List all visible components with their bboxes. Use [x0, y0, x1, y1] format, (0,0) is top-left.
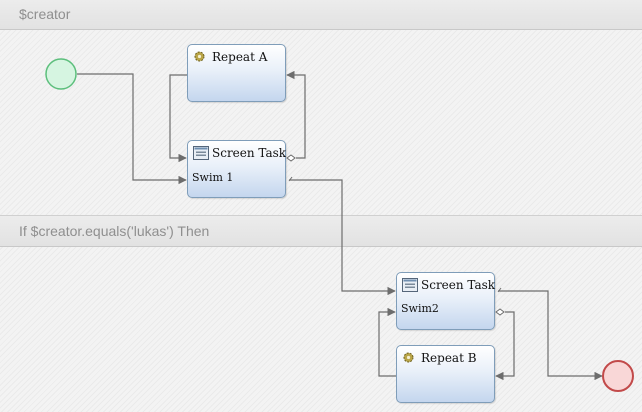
task-title: Repeat A [212, 50, 268, 64]
flow-repeat-a-to-screen-task-1[interactable] [169, 74, 188, 163]
flow-screen-task-1-to-screen-task-2[interactable] [289, 179, 396, 296]
task-title: Screen Task [421, 278, 496, 292]
task-title: Screen Task [212, 146, 287, 160]
task-subtitle: Swim 1 [192, 171, 234, 184]
task-title: Repeat B [421, 351, 477, 365]
task-repeat-a[interactable]: Repeat A [187, 44, 286, 102]
task-screen-task-1[interactable]: Screen Task Swim 1 [187, 140, 286, 198]
gear-icon [194, 51, 205, 62]
end-event[interactable] [602, 360, 634, 392]
swimlane-label: If $creator.equals('lukas') Then [19, 223, 210, 239]
swimlane-label: $creator [19, 6, 71, 22]
flow-start-to-screen-task-1[interactable] [77, 73, 187, 185]
conditional-diamond-screen-task-2[interactable] [495, 308, 505, 316]
flow-repeat-b-to-screen-task-2[interactable] [378, 307, 397, 377]
flow-screen-task-2-to-repeat-b[interactable] [495, 311, 515, 381]
flow-screen-task-1-to-repeat-a[interactable] [286, 70, 306, 159]
task-subtitle: Swim2 [401, 302, 439, 315]
swimlane-header-condition[interactable]: If $creator.equals('lukas') Then [0, 215, 642, 247]
task-screen-task-2[interactable]: Screen Task Swim2 [396, 272, 495, 330]
screen-form-icon [193, 146, 209, 160]
default-flow-tick-1 [288, 176, 293, 182]
task-repeat-b[interactable]: Repeat B [396, 345, 495, 403]
gear-icon [403, 352, 414, 363]
flow-screen-task-2-to-end[interactable] [498, 290, 603, 381]
start-event[interactable] [45, 58, 77, 90]
screen-form-icon [402, 278, 418, 292]
conditional-diamond-screen-task-1[interactable] [286, 154, 296, 162]
swimlane-header-creator[interactable]: $creator [0, 0, 642, 30]
default-flow-tick-2 [497, 287, 502, 293]
